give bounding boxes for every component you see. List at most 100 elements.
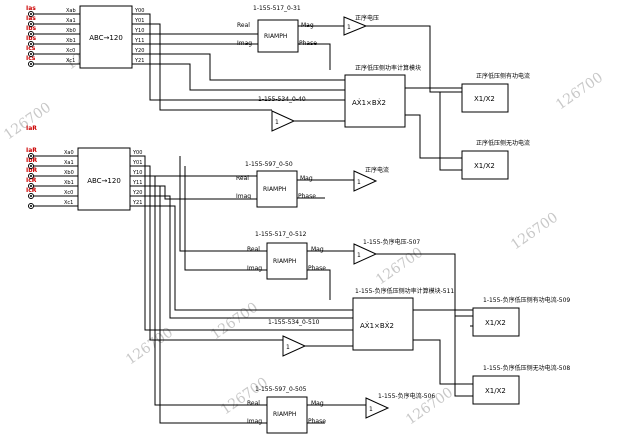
gain-block[interactable] [282,335,307,357]
port-phase: Phase [308,265,326,272]
divide-block-2: 正序低压侧无功电流 X1/X2 [461,139,530,180]
out-port: Y20 [132,190,142,196]
gain-value: 1 [357,252,361,259]
abc-to-120-block[interactable] [77,147,131,211]
divide-block-3: 1-155-负序低压侧有功电流-509 X1/X2 [472,296,570,337]
riamph-block-4: 1-155-597_0-505 RIAMPH Real Imag Mag Pha… [247,386,326,434]
out-port: Y10 [134,28,144,34]
gain-label: 正序电流 [365,166,389,174]
port-mag: Mag [300,175,313,182]
out-port: Y21 [132,200,142,206]
divide-expr: X1/X2 [485,319,506,327]
converter-1: ABC→120 Ias Ias Ibs Ibs Ics Ics Xab Xa1 … [26,5,144,69]
port-phase: Phase [298,193,316,200]
power-block-2: 1-155-负序低压侧功率计算模块-511 AẊ1×BẊ2 [352,287,454,351]
block-name: RIAMPH [273,258,296,265]
power-block-label: 1-155-负序低压侧功率计算模块-511 [355,287,454,295]
riamph-block[interactable] [257,19,299,53]
input-tag: Ibs [26,35,37,42]
gain-value: 1 [357,179,361,186]
abc-to-120-block[interactable] [79,5,133,69]
out-port: Y00 [132,150,142,156]
gain-2: 1-155-534_0-40 1 [258,96,306,132]
gain-4: 1 1-155-负序电压-507 [353,238,420,265]
out-port: Y11 [132,180,142,186]
power-calc-block[interactable] [344,74,406,128]
gain-label: 正序电压 [355,14,379,22]
watermark: 126700 [553,70,606,114]
port-real: Real [247,400,260,407]
gain-3: 1 正序电流 [353,166,389,192]
input-tag: IaR [26,125,37,132]
power-calc-block[interactable] [352,297,414,351]
in-port: Xb1 [66,38,76,44]
power-block-label: 正序低压侧功率计算模块 [355,64,421,72]
divide-expr: X1/X2 [474,95,495,103]
gain-value: 1 [369,406,373,413]
in-port: Xb1 [64,180,74,186]
riamph-block[interactable] [256,170,298,208]
in-port: Xc0 [64,190,73,196]
port-mag: Mag [311,246,324,253]
divide-block-label: 正序低压侧有功电流 [476,72,530,80]
watermark: 126700 [1,100,54,144]
block-name: RIAMPH [273,411,296,418]
divide-block[interactable] [461,150,509,180]
input-tag: IcR [26,177,37,184]
in-port: Xc1 [64,200,73,206]
divide-block[interactable] [472,307,520,337]
gain-1: 1 正序电压 [343,14,379,36]
block-name: RIAMPH [264,33,287,40]
input-tag: Ias [26,15,36,22]
port-phase: Phase [308,418,326,425]
in-port: Xc0 [66,48,75,54]
divide-expr: X1/X2 [485,387,506,395]
port-real: Real [247,246,260,253]
converter-2: ABC→120 IaR IaR IbR IbR IcR IcR Xa0 Xa1 … [26,125,142,211]
watermark: 126700 [508,210,561,254]
in-port: Xb0 [66,28,76,34]
input-tag: Ias [26,5,36,12]
out-port: Y10 [132,170,142,176]
in-port: Xa1 [66,18,76,24]
input-tag: Ics [26,55,36,62]
input-tag: Ibs [26,25,37,32]
power-expr: AẊ1×BẊ2 [352,98,386,107]
divide-block[interactable] [461,83,509,113]
gain-label: 1-155-负序电压-507 [363,238,420,246]
out-port: Y20 [134,48,144,54]
gain-block[interactable] [365,397,390,419]
watermark: 126700 [218,375,271,419]
in-port: Xb0 [64,170,74,176]
converter-label: ABC→120 [89,34,123,42]
watermark: 126700 [403,385,456,429]
input-tag: IbR [26,167,38,174]
gain-block[interactable] [353,243,378,265]
divide-block[interactable] [472,375,520,405]
divide-block-label: 1-155-负序低压侧无功电流-508 [483,364,570,372]
gain-block[interactable] [353,170,378,192]
block-id: 1-155-597_0-50 [245,161,293,168]
port-mag: Mag [311,400,324,407]
block-id: 1-155-517_0-31 [253,5,301,12]
riamph-block-3: 1-155-517_0-512 RIAMPH Real Imag Mag Pha… [247,231,326,280]
block-id: 1-155-597_0-505 [255,386,307,393]
gain-label: 1-155-负序电流-506 [378,392,435,400]
in-port: Xa1 [64,160,74,166]
out-port: Y01 [132,160,142,166]
in-port: Xa0 [64,150,74,156]
port-real: Real [236,175,249,182]
gain-value: 1 [286,344,290,351]
input-terminals [28,153,78,209]
converter-label: ABC→120 [87,177,121,185]
port-imag: Imag [247,418,262,425]
divide-block-1: 正序低压侧有功电流 X1/X2 [461,72,530,113]
riamph-block[interactable] [266,242,308,280]
gain-label: 1-155-534_0-510 [268,319,320,326]
input-tag: IaR [26,147,37,154]
riamph-block[interactable] [266,396,308,434]
gain-block[interactable] [271,110,296,132]
in-port: Xab [66,8,76,14]
gain-value: 1 [347,24,351,31]
in-port: Xc1 [66,58,75,64]
